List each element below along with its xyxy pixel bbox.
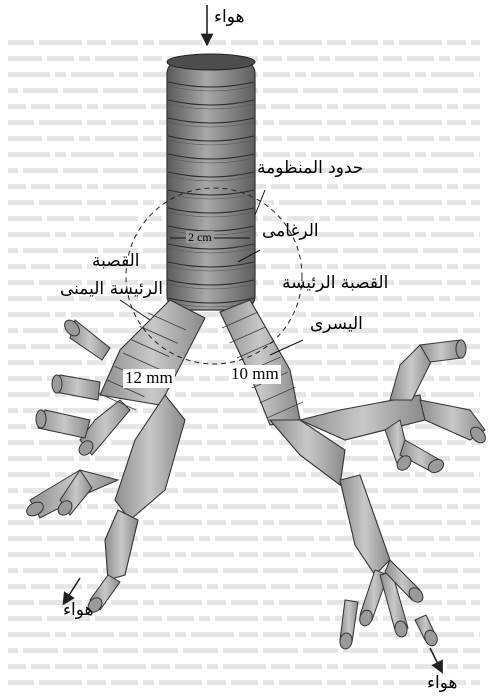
label-air-left: هواء	[63, 602, 93, 619]
air-arrow-left	[66, 578, 80, 600]
measure-right-bronchus-diameter: 12 mm	[123, 369, 175, 388]
label-right-bronchus-line1: القصبة	[92, 253, 140, 270]
trachea-tube	[167, 54, 255, 310]
label-air-top: هواء	[214, 9, 244, 26]
right-main-bronchus	[30, 300, 205, 610]
measure-trachea-diameter: 2 cm	[186, 231, 214, 243]
label-left-bronchus-line2: اليسرى	[310, 316, 363, 333]
measure-left-bronchus-diameter: 10 mm	[229, 365, 281, 384]
air-arrow-right	[430, 648, 440, 668]
label-right-bronchus-line2: الرئيسة اليمنى	[60, 281, 163, 298]
label-left-bronchus-line1: القصبة الرئيسة	[282, 275, 388, 292]
label-trachea: الرغامى	[262, 223, 319, 240]
label-air-right: هواء	[427, 675, 457, 692]
label-system-boundary: حدود المنظومة	[257, 160, 363, 177]
